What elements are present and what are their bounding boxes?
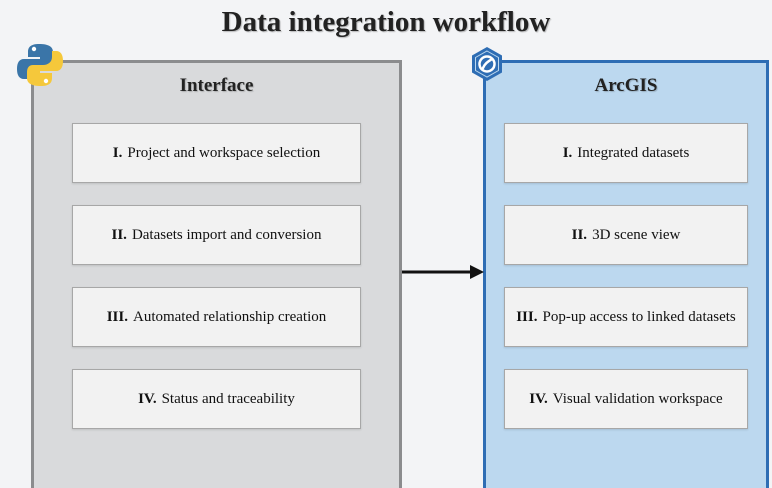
step-number: III. <box>106 308 128 325</box>
step-label: Visual validation workspace <box>552 390 723 407</box>
interface-panel: Interface I. Project and workspace selec… <box>31 60 402 488</box>
flow-arrow-icon <box>402 265 484 279</box>
python-logo-icon <box>17 44 63 86</box>
arcgis-panel: ArcGIS I. Integrated datasets II. 3D sce… <box>483 60 769 488</box>
step-label: Pop-up access to linked datasets <box>542 308 736 325</box>
step-number: I. <box>562 144 573 161</box>
step-label: Integrated datasets <box>577 144 690 161</box>
step-number: II. <box>571 226 588 243</box>
interface-step-3: III. Automated relationship creation <box>72 287 361 347</box>
arcgis-step-1: I. Integrated datasets <box>504 123 748 183</box>
step-label: Status and traceability <box>161 390 295 407</box>
arcgis-step-4: IV. Visual validation workspace <box>504 369 748 429</box>
interface-panel-heading: Interface <box>179 75 254 96</box>
step-number: II. <box>111 226 127 243</box>
step-number: III. <box>516 308 538 325</box>
arcgis-panel-heading: ArcGIS <box>594 75 658 96</box>
interface-step-1: I. Project and workspace selection <box>72 123 361 183</box>
arcgis-step-3: III. Pop-up access to linked datasets <box>504 287 748 347</box>
diagram-title: Data integration workflow <box>221 6 551 38</box>
interface-step-2: II. Datasets import and conversion <box>72 205 361 265</box>
step-label: 3D scene view <box>592 226 681 243</box>
step-label: Datasets import and conversion <box>131 226 322 243</box>
step-number: I. <box>112 144 123 161</box>
step-label: Project and workspace selection <box>127 144 321 161</box>
step-label: Automated relationship creation <box>132 308 327 325</box>
arcgis-step-2: II. 3D scene view <box>504 205 748 265</box>
step-number: IV. <box>529 390 548 407</box>
step-number: IV. <box>138 390 157 407</box>
arcgis-logo-icon <box>472 47 502 81</box>
interface-step-4: IV. Status and traceability <box>72 369 361 429</box>
